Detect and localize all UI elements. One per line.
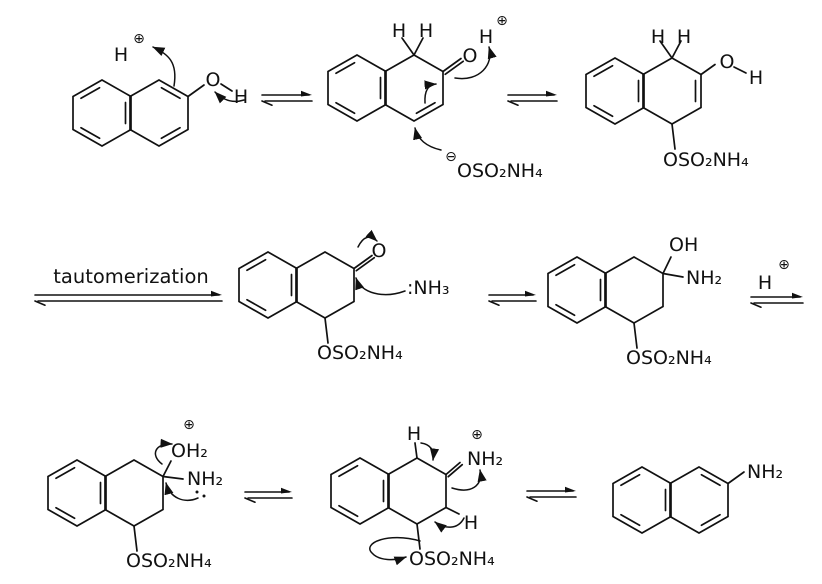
skeleton-s7	[330, 442, 464, 550]
electron-arrow-co-to-oh2	[154, 438, 173, 465]
skeleton-s6	[47, 459, 184, 552]
structure-protonated-aminol: ⊕ OH₂ NH₂ OSO₂NH₄	[126, 417, 223, 572]
structure-ketone-nh3-attack: O :NH₃ OSO₂NH₄	[317, 229, 450, 364]
equilibrium-arrow	[507, 90, 558, 106]
oxygen-label: O	[206, 69, 221, 91]
plus-charge-icon: ⊕	[133, 31, 145, 47]
equilibrium-arrow	[488, 290, 537, 307]
electron-arrow-co-to-hplus	[454, 46, 497, 80]
skeleton-s2	[327, 37, 465, 122]
plus-charge-icon: ⊕	[471, 427, 483, 443]
structure-naphthylamine: NH₂	[747, 461, 783, 483]
ammonia-label: :NH₃	[407, 277, 450, 299]
oxygen-label: O	[372, 240, 387, 262]
electron-arrow-ch-to-ring2	[434, 517, 465, 533]
lone-pair-dots	[202, 494, 206, 498]
sulfamate-group-label: OSO₂NH₄	[317, 342, 403, 364]
equilibrium-arrow	[244, 487, 293, 504]
sulfamate-group-label: OSO₂NH₄	[409, 548, 495, 570]
oxygen-label: O	[720, 51, 735, 73]
skeleton-s5	[547, 256, 684, 349]
skeleton-s4	[238, 251, 376, 344]
minus-charge-icon: ⊖	[445, 149, 457, 165]
skeleton-s1	[72, 79, 233, 147]
electron-arrow-leaving-group	[369, 536, 421, 566]
skeleton-s3	[585, 40, 747, 150]
amine-label: NH₂	[686, 267, 722, 289]
equilibrium-arrow	[526, 486, 577, 503]
proton-label: H	[758, 272, 772, 294]
electron-arrow-ring-to-hplus	[152, 46, 176, 87]
proton-label: H	[114, 44, 128, 66]
equilibrium-arrows	[34, 90, 804, 504]
skeleton-s8	[612, 466, 745, 534]
equilibrium-arrow	[750, 292, 804, 309]
hydroxyl-h-label: H	[749, 67, 763, 89]
hydroxyl-h-label: H	[234, 86, 248, 108]
electron-arrow-pi-to-o	[357, 229, 378, 248]
electron-arrow-oh-to-o	[214, 91, 245, 104]
bond-skeletons	[47, 37, 747, 552]
h-label: H	[392, 20, 406, 42]
tautomerization-label: tautomerization	[53, 265, 209, 288]
electron-arrow-anion-to-c4	[413, 127, 442, 151]
oxocarbenium-oh2-label: OH₂	[171, 440, 208, 462]
oxygen-label: O	[463, 45, 478, 67]
sulfamate-anion-label: OSO₂NH₄	[457, 160, 543, 182]
h-label: H	[651, 26, 665, 48]
amine-label: NH₂	[187, 468, 223, 490]
h-label: H	[419, 20, 433, 42]
structure-iminium: H ⊕ NH₂ H OSO₂NH₄	[369, 423, 503, 570]
iminium-nh2-label: NH₂	[467, 448, 503, 470]
hydroxyl-label: OH	[669, 234, 698, 256]
sulfamate-group-label: OSO₂NH₄	[663, 149, 749, 171]
electron-arrow-lonepair-to-c	[164, 482, 199, 502]
amine-label: NH₂	[747, 461, 783, 483]
plus-charge-icon: ⊕	[183, 417, 195, 433]
structure-aminol: OH NH₂ OSO₂NH₄ H ⊕	[626, 234, 790, 369]
plus-charge-icon: ⊕	[778, 257, 790, 273]
lone-pair-dots	[195, 490, 199, 494]
equilibrium-arrow	[261, 90, 313, 106]
structure-ketone-anion-attack: H H O H ⊕ ⊖ OSO₂NH₄	[392, 13, 543, 182]
electron-arrow-ch-to-ring	[420, 442, 440, 461]
proton-label: H	[479, 26, 493, 48]
h-label: H	[407, 423, 421, 445]
h-label: H	[464, 512, 478, 534]
structure-enol-sulfamate: H H O H OSO₂NH₄	[651, 26, 763, 171]
equilibrium-arrow	[34, 290, 223, 307]
structure-naphthol: H ⊕ O H	[114, 31, 248, 108]
electron-arrow-nh3-to-carbonyl	[355, 277, 406, 296]
sulfamate-group-label: OSO₂NH₄	[126, 550, 212, 572]
h-label: H	[677, 26, 691, 48]
plus-charge-icon: ⊕	[496, 13, 508, 29]
electron-arrow-pi-to-n	[451, 469, 487, 491]
sulfamate-group-label: OSO₂NH₄	[626, 347, 712, 369]
electron-arrow-pi-shift	[424, 80, 437, 104]
